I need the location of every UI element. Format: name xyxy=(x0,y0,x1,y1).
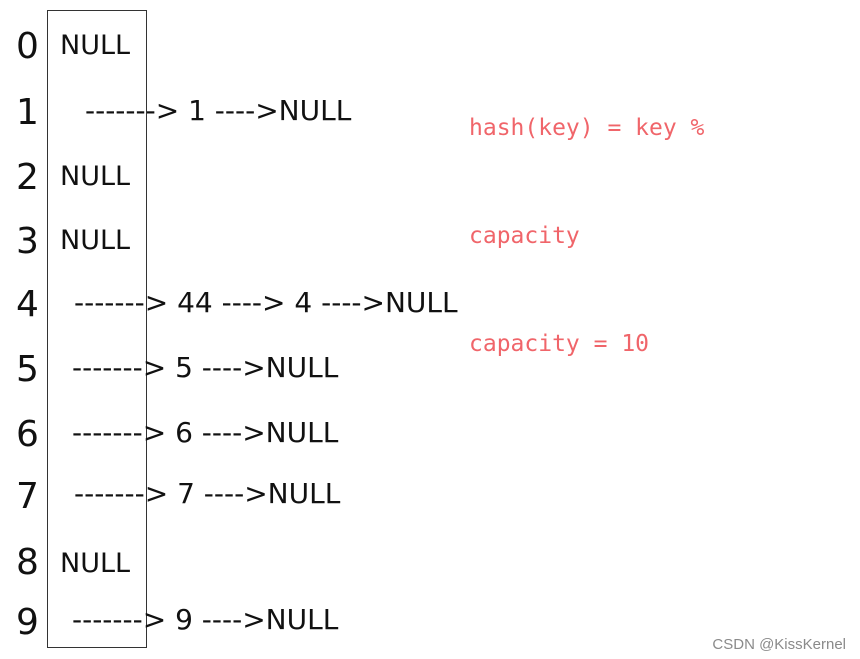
watermark: CSDN @KissKernel xyxy=(712,636,846,653)
formula-line-2: capacity xyxy=(469,223,580,249)
hash-formula: hash(key) = key % capacity capacity = 10 xyxy=(469,38,704,398)
bucket-index-2: 2 xyxy=(16,157,39,198)
bucket-index-4: 4 xyxy=(16,284,39,325)
bucket-null-0: NULL xyxy=(60,30,131,61)
bucket-index-5: 5 xyxy=(16,349,39,390)
bucket-null-8: NULL xyxy=(60,548,131,579)
bucket-chain-6: -------> 6 ---->NULL xyxy=(72,416,339,449)
bucket-chain-7: -------> 7 ---->NULL xyxy=(74,477,341,510)
bucket-index-9: 9 xyxy=(16,602,39,643)
bucket-null-3: NULL xyxy=(60,225,131,256)
bucket-index-3: 3 xyxy=(16,221,39,262)
bucket-null-2: NULL xyxy=(60,161,131,192)
bucket-array-box xyxy=(47,10,147,648)
bucket-index-1: 1 xyxy=(16,92,39,133)
bucket-chain-9: -------> 9 ---->NULL xyxy=(72,603,339,636)
bucket-chain-1: -------> 1 ---->NULL xyxy=(85,94,352,127)
formula-line-3: capacity = 10 xyxy=(469,331,650,357)
bucket-chain-5: -------> 5 ---->NULL xyxy=(72,351,339,384)
bucket-index-6: 6 xyxy=(16,414,39,455)
bucket-index-7: 7 xyxy=(16,476,39,517)
bucket-chain-4: -------> 44 ----> 4 ---->NULL xyxy=(74,286,458,319)
formula-line-1: hash(key) = key % xyxy=(469,115,705,141)
bucket-index-0: 0 xyxy=(16,26,39,67)
bucket-index-8: 8 xyxy=(16,542,39,583)
